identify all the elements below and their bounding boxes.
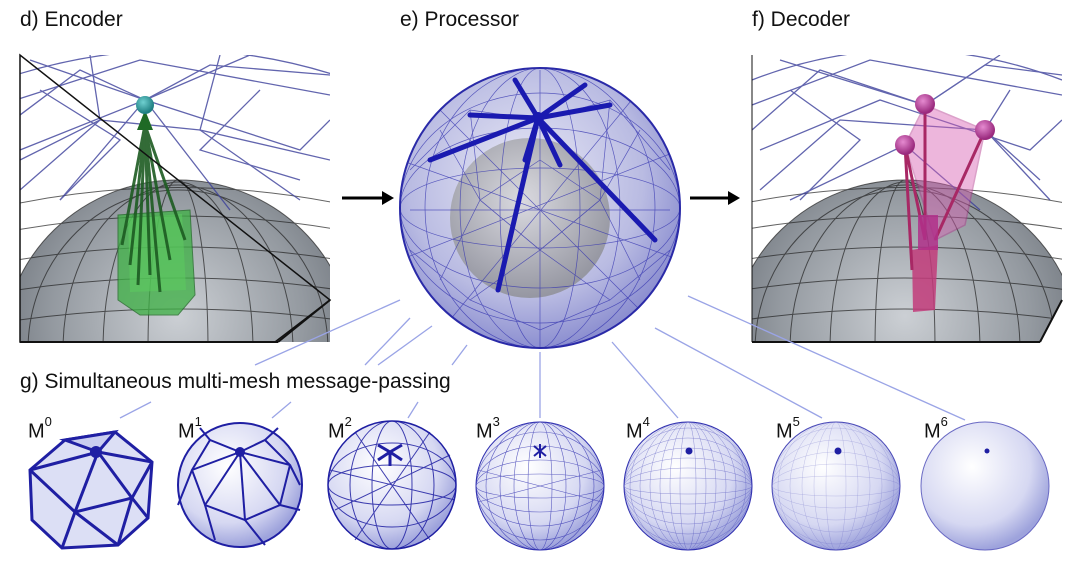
processor-sphere bbox=[399, 67, 681, 349]
mesh-m6-sphere bbox=[920, 421, 1050, 551]
encoder-node bbox=[136, 96, 154, 114]
mesh-m2-sphere bbox=[327, 420, 457, 550]
mesh-m0-icosahedron bbox=[28, 429, 154, 550]
mesh-m4-sphere bbox=[623, 421, 753, 551]
mesh-label-m0: M0 bbox=[28, 414, 52, 443]
processor-hub-edges bbox=[427, 77, 658, 293]
panel-label-processor: e) Processor bbox=[400, 8, 520, 31]
encoder-green-column bbox=[117, 96, 196, 316]
panel-label-decoder: f) Decoder bbox=[752, 8, 851, 31]
mesh-label-m1: M1 bbox=[178, 414, 202, 443]
panel-label-encoder: d) Encoder bbox=[20, 8, 123, 31]
mesh-label-m4: M4 bbox=[626, 414, 650, 443]
mesh-m3-sphere bbox=[475, 421, 605, 551]
mesh-m5-sphere bbox=[771, 421, 901, 551]
mesh-label-m5: M5 bbox=[776, 414, 800, 443]
decoder-magenta-column bbox=[895, 94, 995, 312]
mesh-connectors bbox=[119, 295, 966, 421]
m2-hub bbox=[377, 443, 403, 466]
section-label-multi-mesh: g) Simultaneous multi-mesh message-passi… bbox=[20, 370, 451, 393]
mesh-label-m2: M2 bbox=[328, 414, 352, 443]
mesh-label-m6: M6 bbox=[924, 414, 948, 443]
decoder-panel bbox=[752, 55, 1062, 342]
mesh-label-m3: M3 bbox=[476, 414, 500, 443]
mesh-m1-sphere bbox=[177, 422, 303, 548]
arrow-encoder-to-processor bbox=[342, 191, 394, 205]
arrow-processor-to-decoder bbox=[690, 191, 740, 205]
